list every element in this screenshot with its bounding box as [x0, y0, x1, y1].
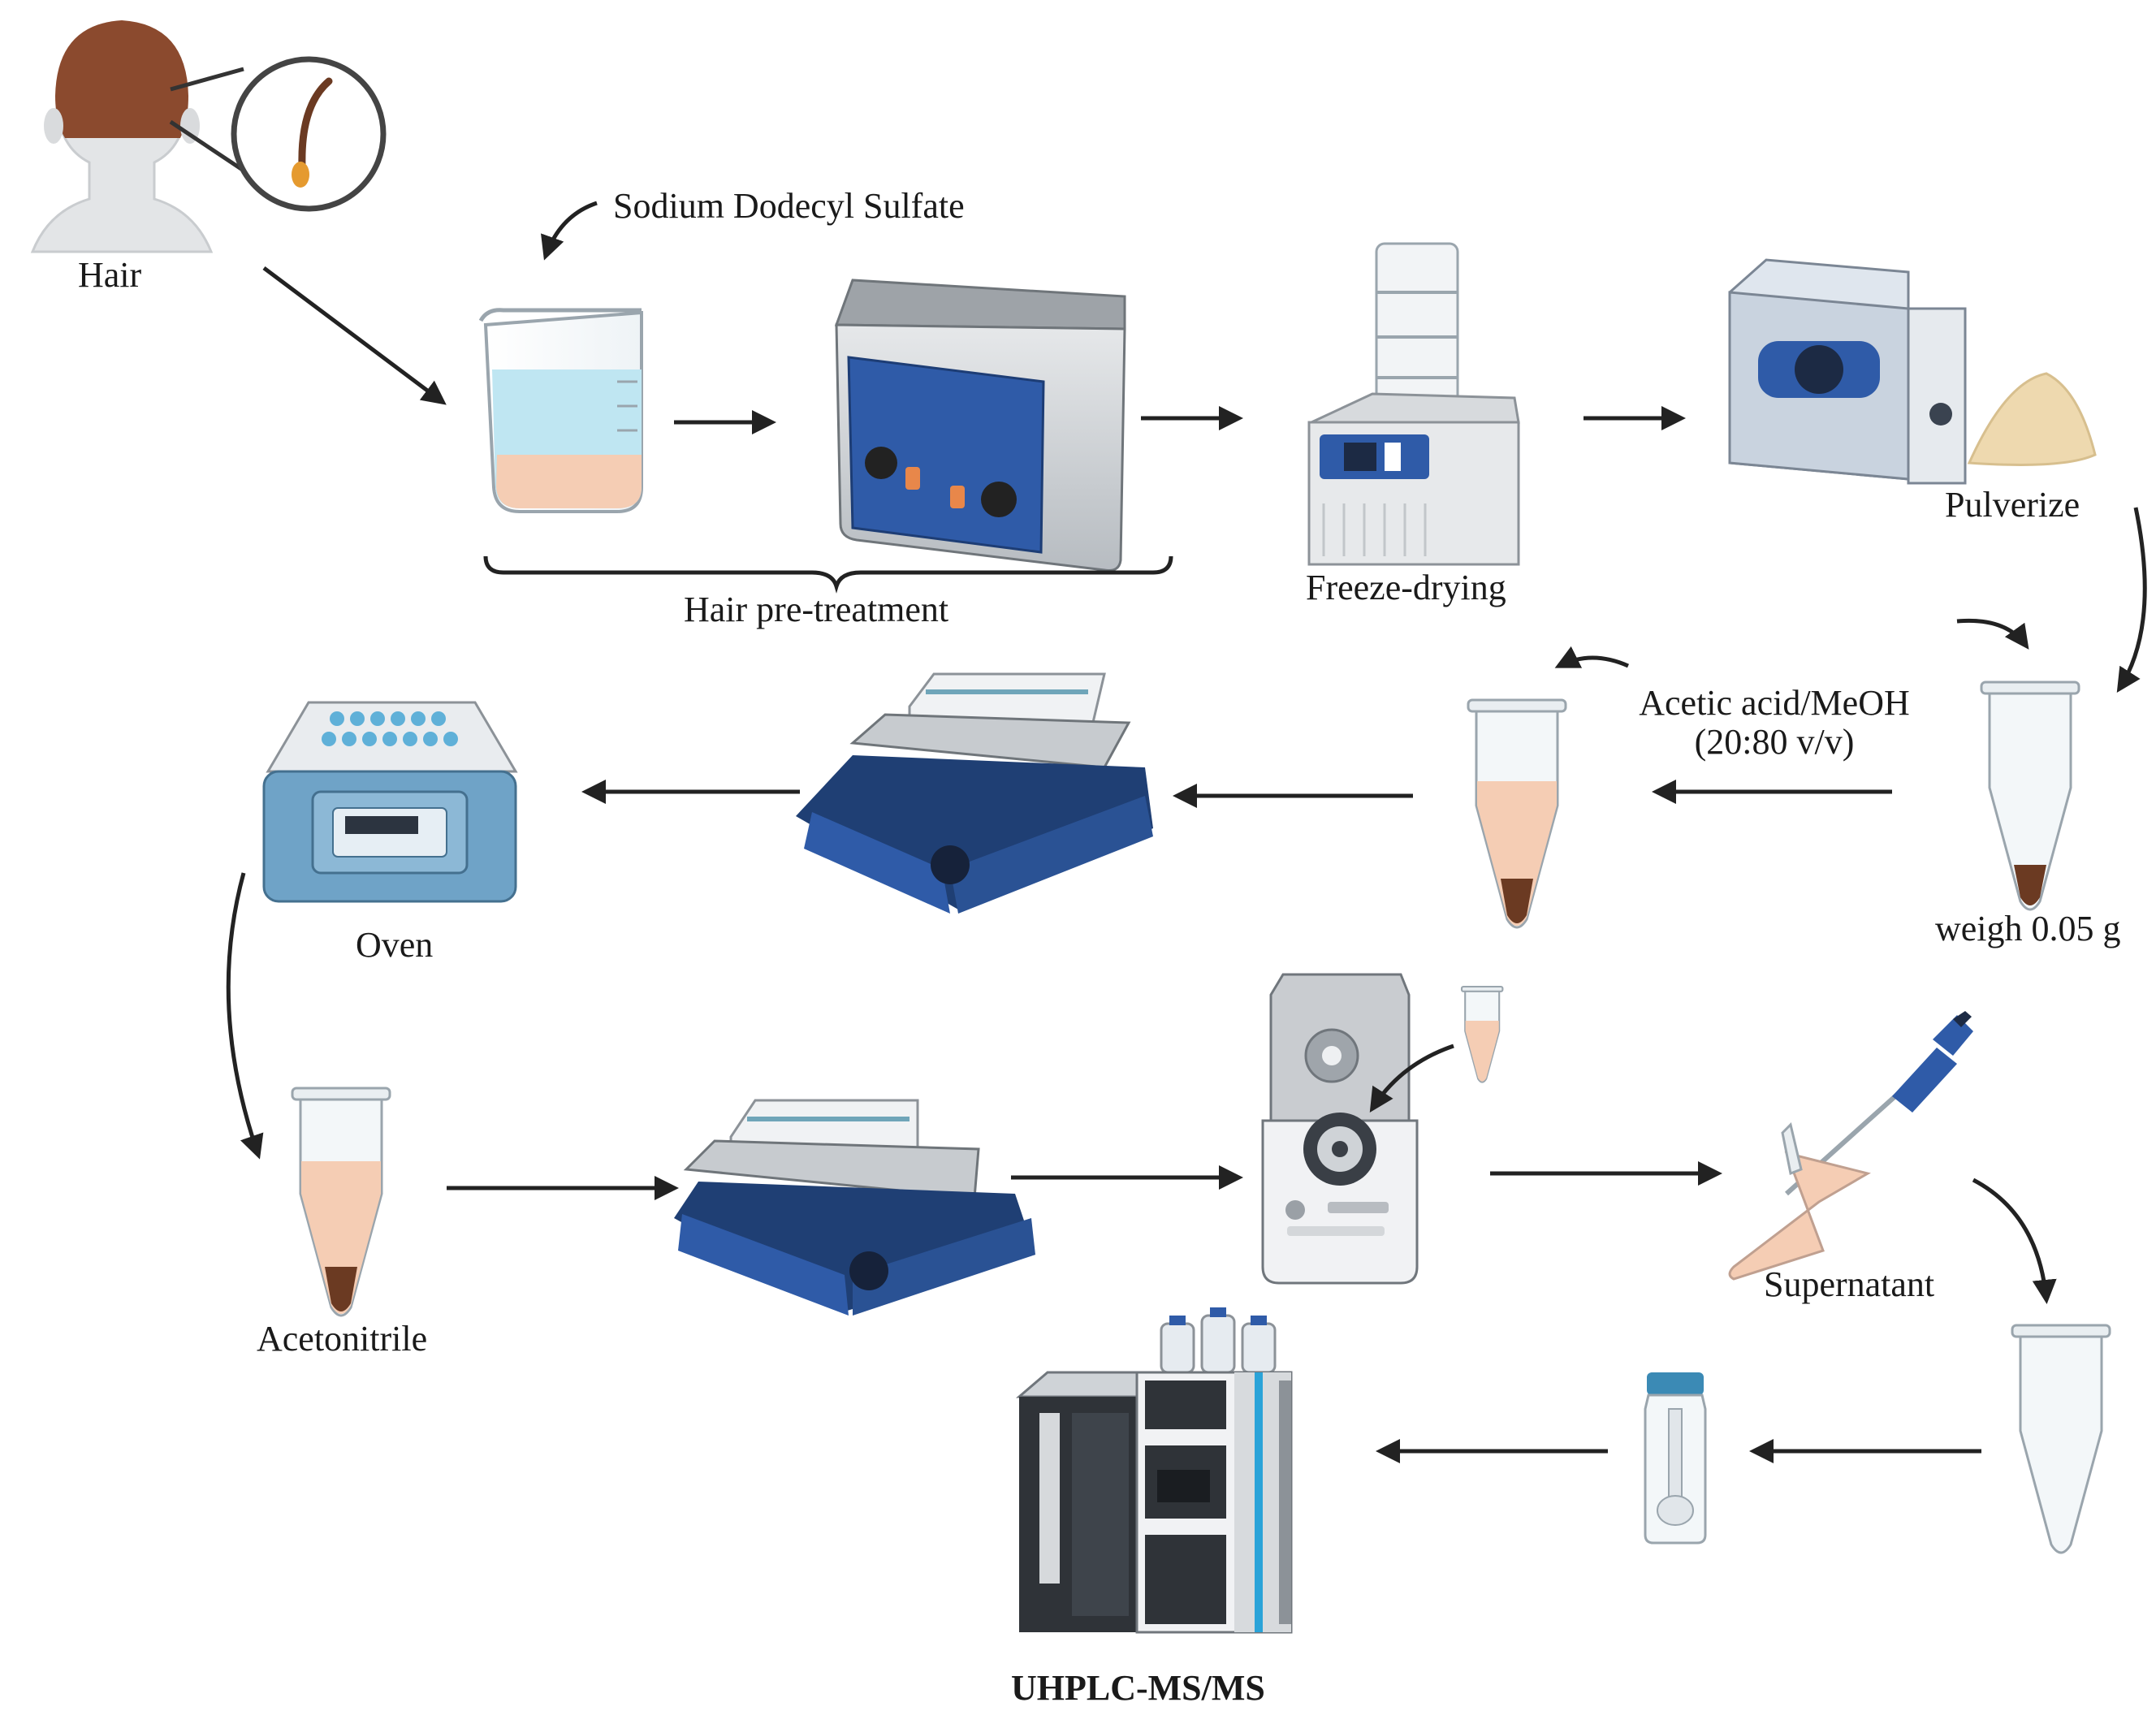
arrow-small-tube-to-centrifuge	[1369, 1043, 1454, 1113]
pretreatment-label: Hair pre-treatment	[684, 590, 949, 629]
magnified-hair-follicle-icon	[169, 56, 387, 212]
small-tube-icon	[1460, 985, 1504, 1083]
acetic-acid-label: Acetic acid/MeOH	[1639, 683, 1910, 723]
weigh-tube-icon	[1980, 681, 2080, 911]
pipette-icon	[1728, 1011, 1973, 1281]
hair-label: Hair	[78, 255, 142, 295]
ball-mill-pulverizer-icon	[1728, 258, 1967, 485]
weigh-label: weigh 0.05 g	[1935, 909, 2121, 948]
shaker-plate-2-icon	[674, 1099, 1035, 1316]
acetic-ratio-label: (20:80 v/v)	[1694, 722, 1855, 762]
acetonitrile-label: Acetonitrile	[257, 1319, 428, 1359]
autosampler-vial-icon	[1644, 1372, 1707, 1545]
shaker-plate-icon	[796, 672, 1153, 914]
uhplc-instrument-icon	[1015, 1307, 1293, 1634]
oven-icon	[262, 701, 518, 903]
arrow-sds-to-beaker	[541, 201, 598, 261]
acetonitrile-tube-icon	[291, 1087, 391, 1317]
arrow-into-weigh-tube	[1956, 618, 2029, 650]
arrow-oven-to-acetonitrile	[226, 872, 264, 1160]
arrow-pulverize-to-tube	[2116, 507, 2147, 693]
supernatant-label: Supernatant	[1764, 1264, 1935, 1304]
freeze-drying-label: Freeze-drying	[1306, 568, 1506, 607]
pretreatment-brace	[483, 555, 1173, 594]
tube-with-solvent-icon	[1467, 698, 1567, 929]
beaker-icon	[478, 308, 643, 513]
arrow-acetic-curl	[1554, 646, 1630, 668]
centrifuge-icon	[1261, 973, 1419, 1285]
arrow-supernatant-to-tube	[1972, 1177, 2057, 1304]
sds-label: Sodium Dodecyl Sulfate	[613, 186, 965, 226]
head-with-hair-icon	[30, 20, 214, 253]
arrow-hair-to-beaker	[262, 266, 447, 405]
oven-label: Oven	[356, 925, 434, 965]
freeze-dryer-icon	[1307, 242, 1520, 566]
pulverize-label: Pulverize	[1945, 485, 2080, 525]
ultrasonic-bath-icon	[834, 279, 1126, 572]
empty-tube-icon	[2011, 1324, 2111, 1554]
powder-pile-icon	[1967, 372, 2097, 466]
uhplc-label: UHPLC-MS/MS	[1011, 1668, 1265, 1708]
